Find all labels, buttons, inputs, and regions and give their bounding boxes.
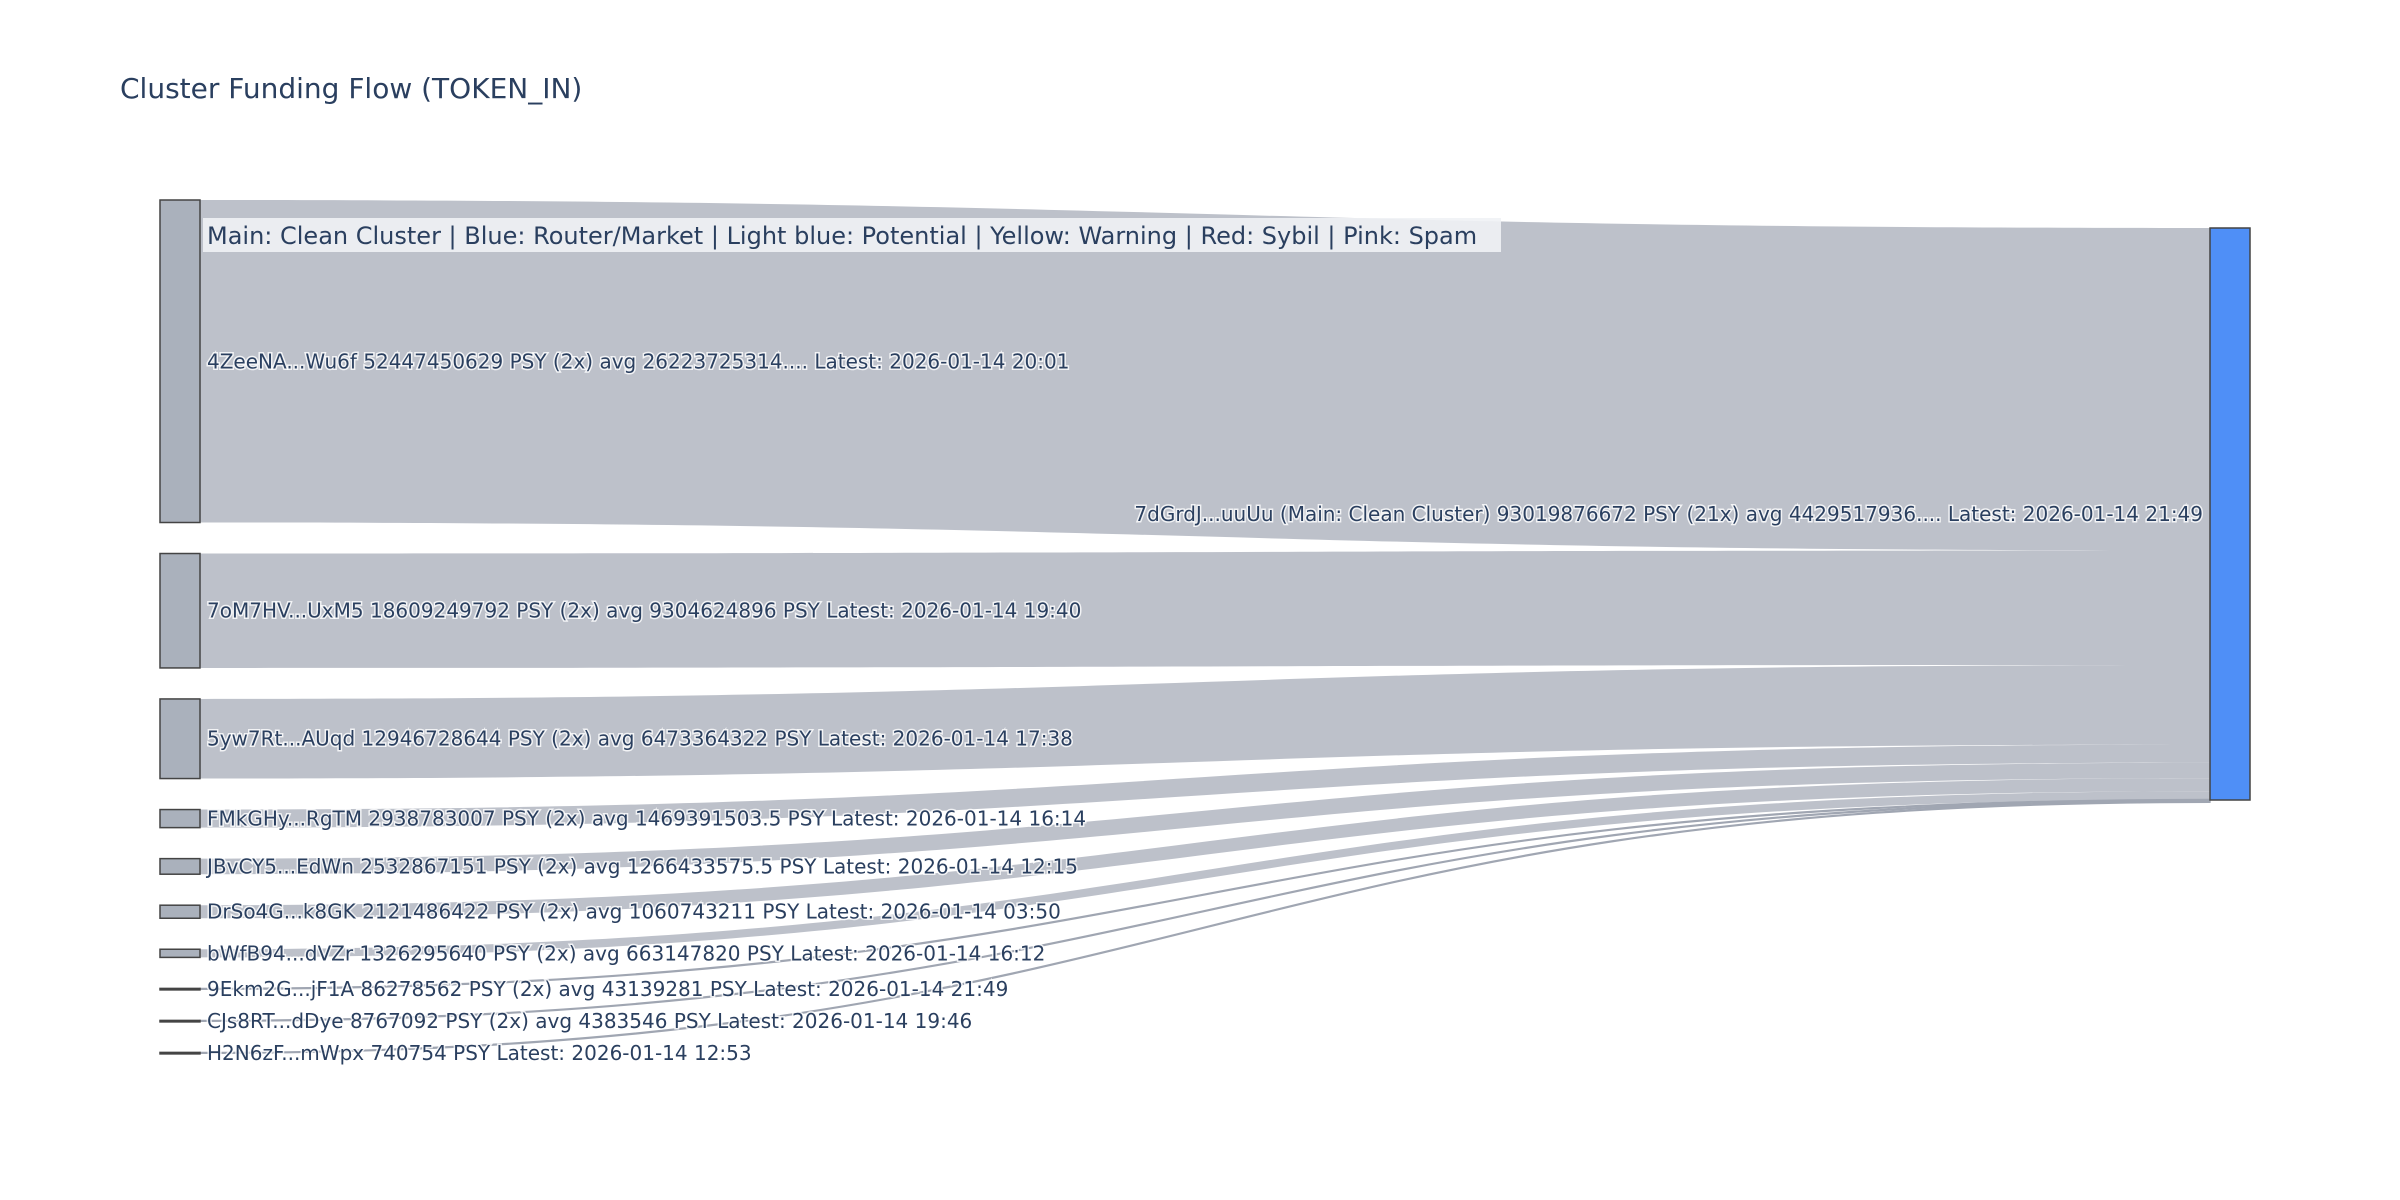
legend-text: Main: Clean Cluster | Blue: Router/Marke… (207, 222, 1477, 250)
flow-link[interactable] (200, 791, 2210, 958)
flow-link[interactable] (200, 744, 2210, 828)
source-node[interactable] (159, 904, 201, 919)
source-node-label: 9Ekm2G...jF1A 86278562 PSY (2x) avg 4313… (207, 977, 1008, 1001)
source-node-label: FMkGHy...RgTM 2938783007 PSY (2x) avg 14… (207, 807, 1086, 831)
target-node-label: 7dGrdJ...uuUu (Main: Clean Cluster) 9301… (1134, 502, 2203, 526)
flow-link[interactable] (200, 200, 2210, 551)
flow-link[interactable] (200, 550, 2210, 668)
source-node-label: H2N6zF...mWpx 740754 PSY Latest: 2026-01… (207, 1041, 752, 1065)
flow-link[interactable] (200, 664, 2210, 779)
source-node[interactable] (159, 948, 201, 959)
source-node-label: bWfB94...dVZr 1326295640 PSY (2x) avg 66… (207, 941, 1045, 965)
legend-annotation: Main: Clean Cluster | Blue: Router/Marke… (203, 218, 1501, 252)
flow-link[interactable] (200, 778, 2210, 919)
flow-link[interactable] (199, 800, 2211, 1055)
source-node[interactable] (159, 552, 201, 669)
source-node-label: 7oM7HV...UxM5 18609249792 PSY (2x) avg 9… (207, 599, 1081, 623)
source-node-label: DrSo4G...k8GK 2121486422 PSY (2x) avg 10… (207, 900, 1061, 924)
target-node[interactable] (2209, 227, 2251, 801)
labels-layer: 4ZeeNA...Wu6f 52447450629 PSY (2x) avg 2… (204, 348, 2205, 1067)
source-node[interactable] (159, 698, 201, 780)
source-node-label: 5yw7Rt...AUqd 12946728644 PSY (2x) avg 6… (207, 727, 1073, 751)
source-node-label: JBvCY5...EdWn 2532867151 PSY (2x) avg 12… (205, 854, 1078, 878)
source-node[interactable] (159, 1019, 201, 1023)
source-node-label: CJs8RT...dDye 8767092 PSY (2x) avg 43835… (207, 1009, 972, 1033)
chart-title: Cluster Funding Flow (TOKEN_IN) (120, 72, 583, 105)
source-node[interactable] (159, 987, 201, 991)
source-node-label: 4ZeeNA...Wu6f 52447450629 PSY (2x) avg 2… (207, 349, 1069, 373)
source-node[interactable] (159, 808, 201, 829)
source-node[interactable] (159, 1051, 201, 1055)
source-node[interactable] (159, 857, 201, 875)
flow-link[interactable] (200, 762, 2210, 875)
source-node[interactable] (159, 199, 201, 524)
links-layer (199, 200, 2211, 1055)
nodes-layer (159, 199, 2251, 1055)
